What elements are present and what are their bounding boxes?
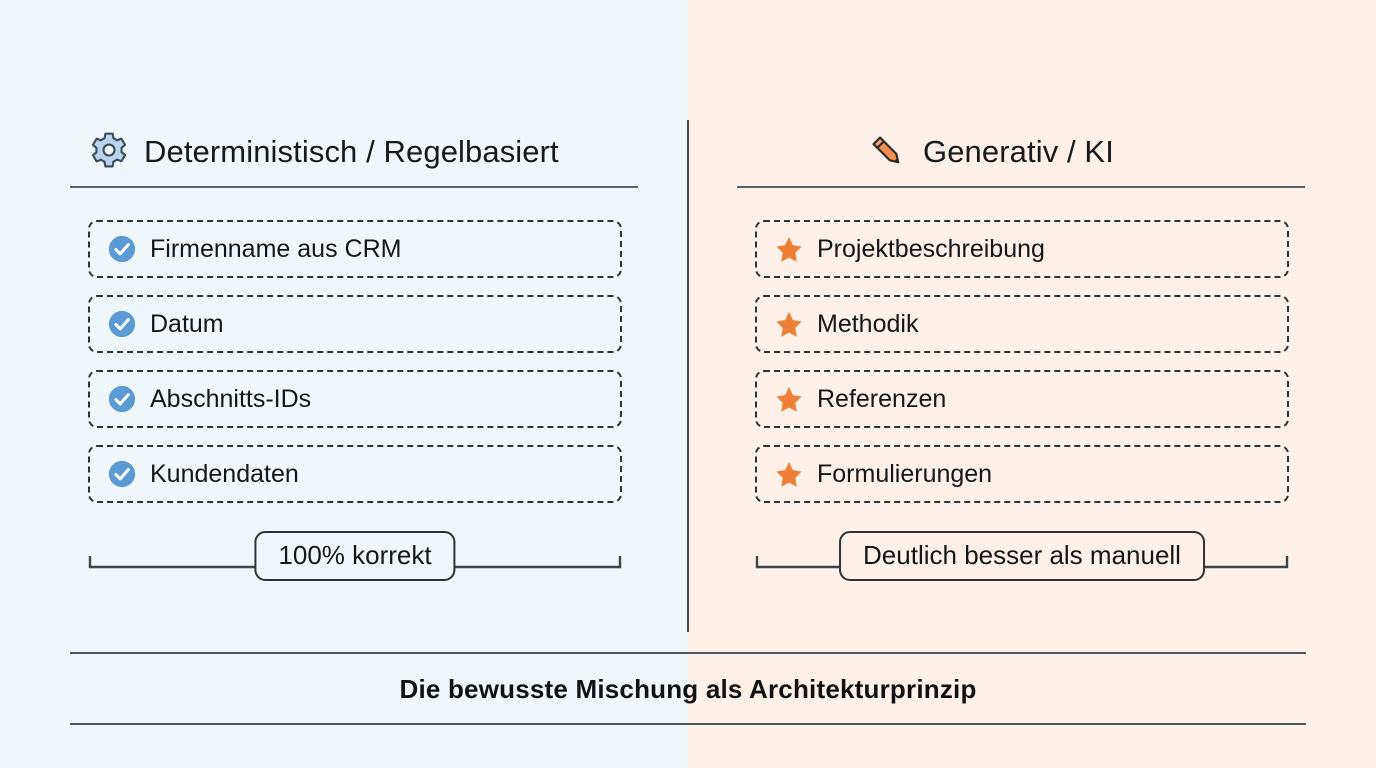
generative-column: Generativ / KI Projektbeschreibung Metho… [737,118,1305,593]
pencil-icon [872,136,900,164]
caption-text: Die bewusste Mischung als Architekturpri… [399,674,977,704]
generative-title: Generativ / KI [923,134,1114,169]
star-icon [776,386,802,412]
left-panel-background [0,0,688,768]
list-item[interactable]: Kundendaten [88,445,622,503]
caption-rule-top [70,652,1306,654]
check-circle-icon [108,235,136,263]
list-item-label: Abschnitts-IDs [150,384,312,413]
caption-block: Die bewusste Mischung als Architekturpri… [70,652,1306,725]
center-divider [687,120,689,632]
right-panel-background [688,0,1376,768]
list-item-label: Firmenname aus CRM [150,234,402,263]
star-icon [776,461,802,487]
list-item[interactable]: Methodik [755,295,1289,353]
gear-icon [91,132,127,168]
deterministic-summary-bracket: 100% korrekt [88,531,622,593]
list-item-label: Projektbeschreibung [817,234,1045,263]
check-circle-icon [108,460,136,488]
deterministic-column: Deterministisch / Regelbasiert Firmennam… [70,118,638,593]
list-item-label: Kundendaten [150,459,299,488]
list-item-label: Datum [150,309,224,338]
list-item[interactable]: Formulierungen [755,445,1289,503]
list-item-label: Formulierungen [817,459,993,488]
list-item-label: Methodik [817,309,919,338]
star-icon [776,236,802,262]
list-item[interactable]: Firmenname aus CRM [88,220,622,278]
list-item[interactable]: Abschnitts-IDs [88,370,622,428]
list-item[interactable]: Projektbeschreibung [755,220,1289,278]
check-circle-icon [108,385,136,413]
deterministic-summary-badge: 100% korrekt [254,531,456,581]
deterministic-item-list: Firmenname aus CRM Datum Abschnitts-IDs [70,220,638,503]
generative-item-list: Projektbeschreibung Methodik Referenzen … [737,220,1305,503]
deterministic-column-header: Deterministisch / Regelbasiert [70,118,638,186]
generative-summary-bracket: Deutlich besser als manuell [755,531,1289,593]
deterministic-header-rule [70,186,638,188]
deterministic-title: Deterministisch / Regelbasiert [144,134,559,169]
check-circle-icon [108,310,136,338]
list-item-label: Referenzen [817,384,947,413]
star-icon [776,311,802,337]
generative-summary-badge: Deutlich besser als manuell [839,531,1205,581]
caption-rule-bottom [70,723,1306,725]
generative-column-header: Generativ / KI [737,118,1305,186]
generative-header-rule [737,186,1305,188]
list-item[interactable]: Referenzen [755,370,1289,428]
list-item[interactable]: Datum [88,295,622,353]
